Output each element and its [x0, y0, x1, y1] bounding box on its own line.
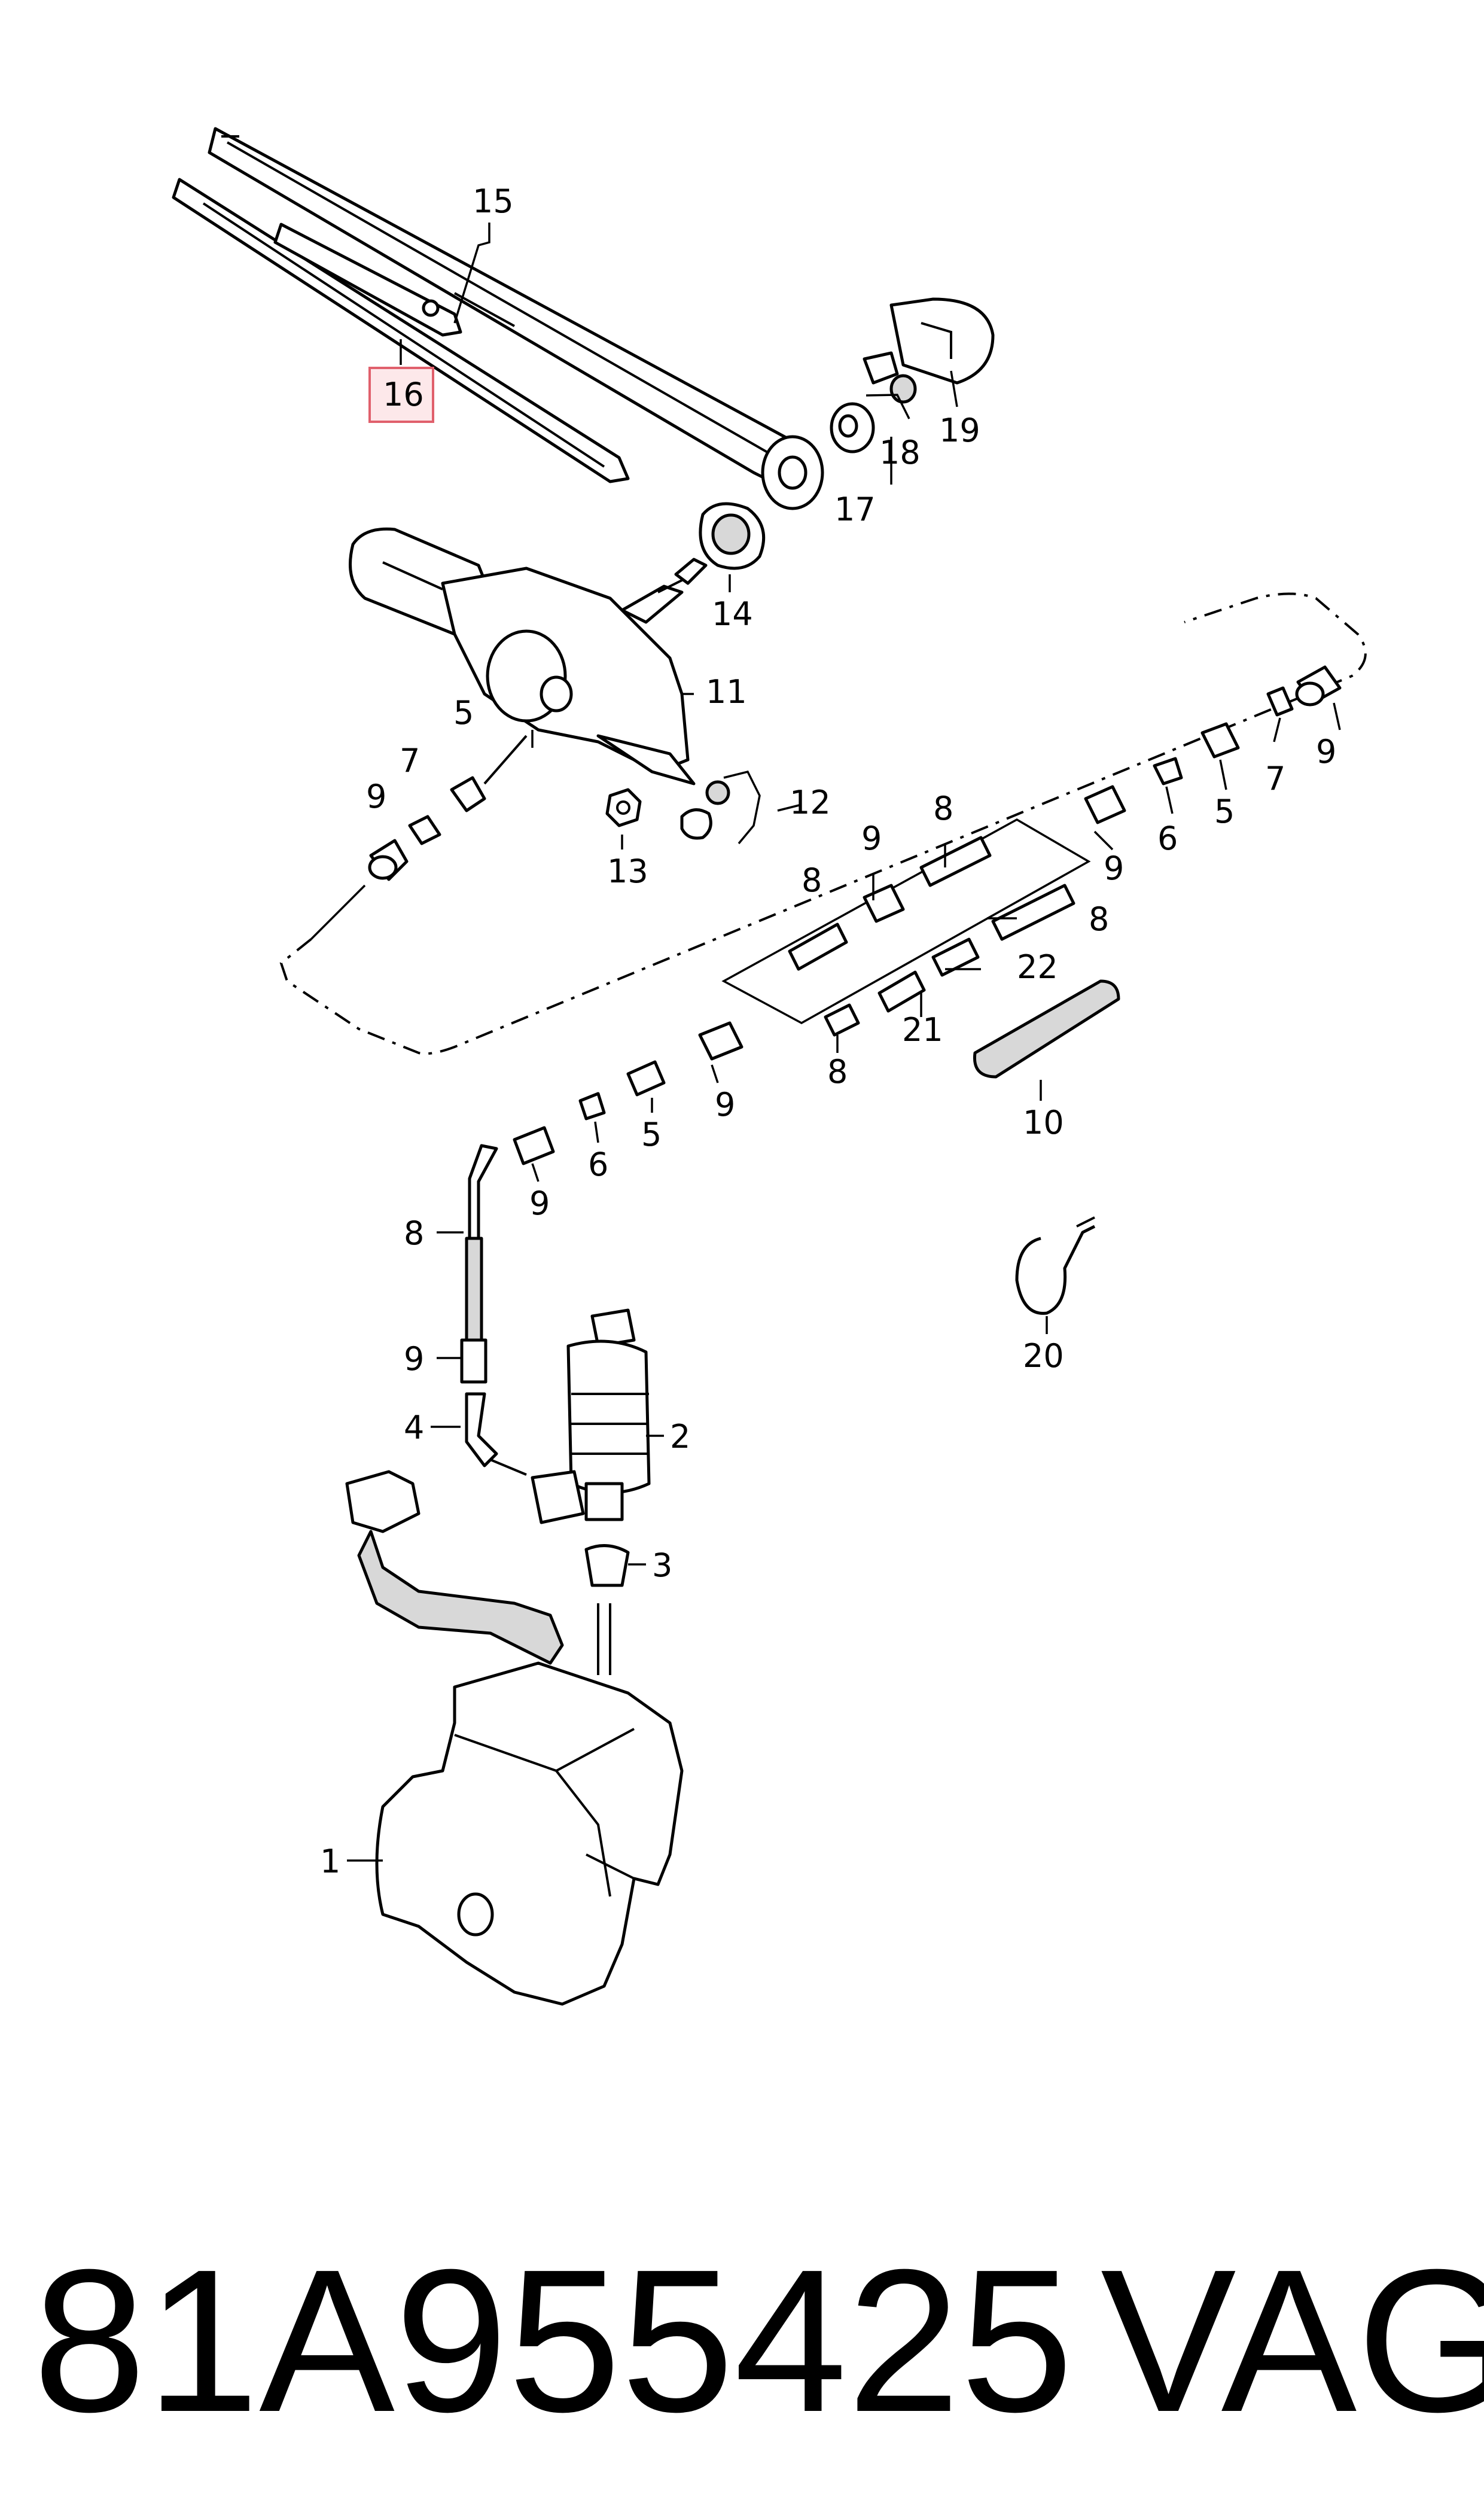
washer-reservoir [345, 1470, 684, 2006]
label-1: 1 [320, 1843, 340, 1880]
label-9c: 9 [1104, 850, 1124, 887]
label-5b: 5 [1214, 793, 1235, 830]
label-5c: 5 [641, 1116, 662, 1153]
leader-lines [347, 223, 1341, 1862]
highlight-box [368, 367, 434, 423]
label-17: 17 [834, 491, 876, 528]
label-9d: 9 [861, 820, 882, 857]
label-9g: 9 [404, 1340, 424, 1378]
label-5a: 5 [453, 694, 474, 732]
protective-sleeve [973, 979, 1120, 1079]
label-4: 4 [404, 1409, 424, 1447]
washer-pump [531, 1308, 651, 1524]
label-9f: 9 [529, 1185, 550, 1222]
label-3: 3 [652, 1546, 672, 1584]
label-8c: 8 [1089, 900, 1109, 938]
label-8e: 8 [404, 1214, 424, 1252]
label-16: 16 [383, 376, 424, 413]
lower-hose-chain [460, 1021, 743, 1476]
label-9e: 9 [715, 1086, 735, 1123]
label-21: 21 [902, 1011, 943, 1049]
label-6b: 6 [588, 1146, 608, 1183]
part-labels: 15 16 19 18 17 14 11 12 13 5 7 9 9 7 5 6… [320, 182, 1336, 1880]
label-9a: 9 [366, 778, 386, 815]
nut-13 [605, 788, 642, 827]
label-18: 18 [879, 434, 921, 471]
grommet [584, 1544, 630, 1587]
seal-14 [699, 502, 766, 570]
cover-cap [889, 297, 995, 385]
label-22: 22 [1017, 948, 1058, 986]
wiper-blade [172, 178, 630, 483]
right-nozzle-chain [1084, 665, 1342, 824]
label-12: 12 [790, 784, 831, 821]
bolt-12 [680, 780, 730, 840]
label-15: 15 [473, 182, 514, 220]
label-7a: 7 [400, 742, 420, 780]
label-6a: 6 [1157, 820, 1178, 857]
label-19: 19 [939, 412, 980, 449]
wiper-arm [208, 127, 824, 510]
label-8a: 8 [933, 790, 953, 827]
label-8b: 8 [802, 861, 822, 899]
label-14: 14 [712, 595, 753, 633]
label-11: 11 [706, 673, 747, 711]
label-20: 20 [1023, 1337, 1064, 1375]
label-7b: 7 [1265, 760, 1285, 797]
label-13: 13 [607, 852, 648, 890]
label-9b: 9 [1316, 733, 1336, 771]
nut-18 [863, 351, 917, 404]
brand-name: VAG [1101, 2227, 1484, 2455]
label-8d: 8 [827, 1053, 848, 1091]
hose-routing-outline [279, 592, 1367, 1055]
wiper-motor [349, 527, 708, 785]
part-number: 81A955425 [33, 2227, 1074, 2455]
hose-block [721, 818, 1091, 1037]
washer-17 [830, 402, 875, 453]
label-10: 10 [1023, 1104, 1064, 1141]
label-2: 2 [670, 1418, 690, 1456]
left-nozzle-chain [310, 735, 528, 940]
cable-tie [1015, 1216, 1096, 1315]
